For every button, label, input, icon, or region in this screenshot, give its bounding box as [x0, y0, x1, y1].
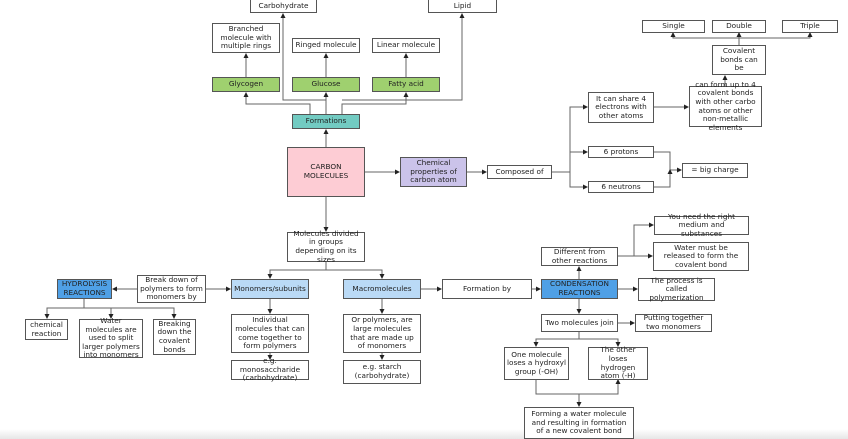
node-fatty-acid[interactable]: Fatty acid [372, 77, 440, 92]
node-formations[interactable]: Formations [292, 114, 360, 129]
node-eg-starch[interactable]: e.g. starch (carbohydrate) [343, 360, 421, 384]
node-different-reactions[interactable]: Different from other reactions [541, 247, 618, 266]
node-macromolecules[interactable]: Macromolecules [343, 279, 421, 299]
node-carbohydrate[interactable]: Carbohydrate [250, 0, 317, 13]
node-monomers[interactable]: Monomers/subunits [231, 279, 309, 299]
node-double[interactable]: Double [712, 20, 766, 33]
node-protons[interactable]: 6 protons [588, 146, 654, 158]
node-hydrolysis-reactions[interactable]: HYDROLYSIS REACTIONS [57, 279, 112, 299]
node-breaking-bonds[interactable]: Breaking down the covalent bonds [153, 319, 196, 355]
node-molecules-divided[interactable]: Molecules divided in groups depending on… [287, 229, 365, 263]
node-loses-hydrogen[interactable]: The other loses hydrogen atom (-H) [588, 346, 648, 380]
node-condensation-reactions[interactable]: CONDENSATION REACTIONS [541, 279, 618, 299]
node-share-electrons[interactable]: It can share 4 electrons with other atom… [588, 92, 654, 123]
node-two-molecules-join[interactable]: Two molecules join [541, 314, 618, 332]
node-putting-together[interactable]: Putting together two monomers [635, 314, 712, 332]
node-lipid[interactable]: Lipid [428, 0, 497, 13]
node-neutrons[interactable]: 6 neutrons [588, 181, 654, 193]
node-polymerization[interactable]: The process is called polymerization [638, 276, 715, 302]
node-form-covalent-bonds[interactable]: can form up to 4 covalent bonds with oth… [689, 80, 762, 131]
node-composed-of[interactable]: Composed of [487, 165, 552, 179]
node-triple[interactable]: Triple [782, 20, 838, 33]
node-formation-by[interactable]: Formation by [442, 279, 532, 299]
node-loses-hydroxyl[interactable]: One molecule loses a hydroxyl group (-OH… [504, 347, 569, 380]
node-single[interactable]: Single [642, 20, 705, 33]
node-branched[interactable]: Branched molecule with multiple rings [212, 23, 280, 53]
node-covalent-bonds[interactable]: Covalent bonds can be [712, 45, 766, 75]
node-carbon-molecules[interactable]: CARBON MOLECULES [287, 147, 365, 197]
node-individual-molecules[interactable]: Individual molecules that can come toget… [231, 314, 309, 353]
node-water-split[interactable]: Water molecules are used to split larger… [79, 316, 143, 359]
node-glycogen[interactable]: Glycogen [212, 77, 280, 92]
node-big-charge[interactable]: = big charge [682, 163, 748, 178]
node-break-down[interactable]: Break down of polymers to form monomers … [137, 275, 206, 303]
node-chemical-properties[interactable]: Chemical properties of carbon atom [400, 157, 467, 187]
node-eg-monosaccharide[interactable]: e.g. monosaccharide (carbohydrate) [231, 356, 309, 382]
node-ringed[interactable]: Ringed molecule [292, 38, 360, 53]
node-water-released[interactable]: Water must be released to form the coval… [653, 242, 749, 271]
node-chemical-reaction[interactable]: chemical reaction [25, 319, 68, 340]
node-or-polymers[interactable]: Or polymers, are large molecules that ar… [343, 314, 421, 353]
node-glucose[interactable]: Glucose [292, 77, 360, 92]
node-linear[interactable]: Linear molecule [372, 38, 440, 53]
node-forming-water[interactable]: Forming a water molecule and resulting i… [524, 407, 634, 439]
node-right-medium[interactable]: You need the right medium and substances [654, 212, 749, 238]
